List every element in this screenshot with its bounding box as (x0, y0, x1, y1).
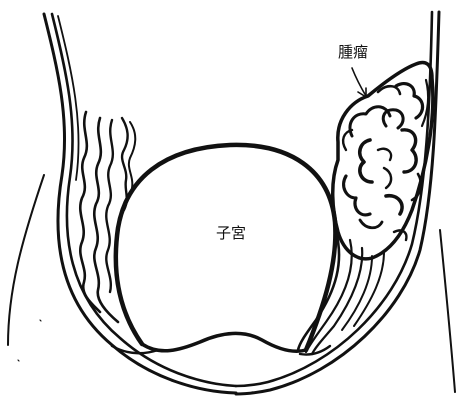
left-pelvic-wall (8, 14, 236, 393)
tumor-pointer-arrow (352, 68, 366, 97)
right-pelvic-wall (236, 12, 455, 394)
tumor (333, 63, 433, 259)
tumor-label: 腫瘤 (338, 45, 368, 60)
uterus (112, 145, 335, 355)
uterus-label: 子宮 (216, 226, 246, 241)
left-adnexa (80, 112, 135, 322)
